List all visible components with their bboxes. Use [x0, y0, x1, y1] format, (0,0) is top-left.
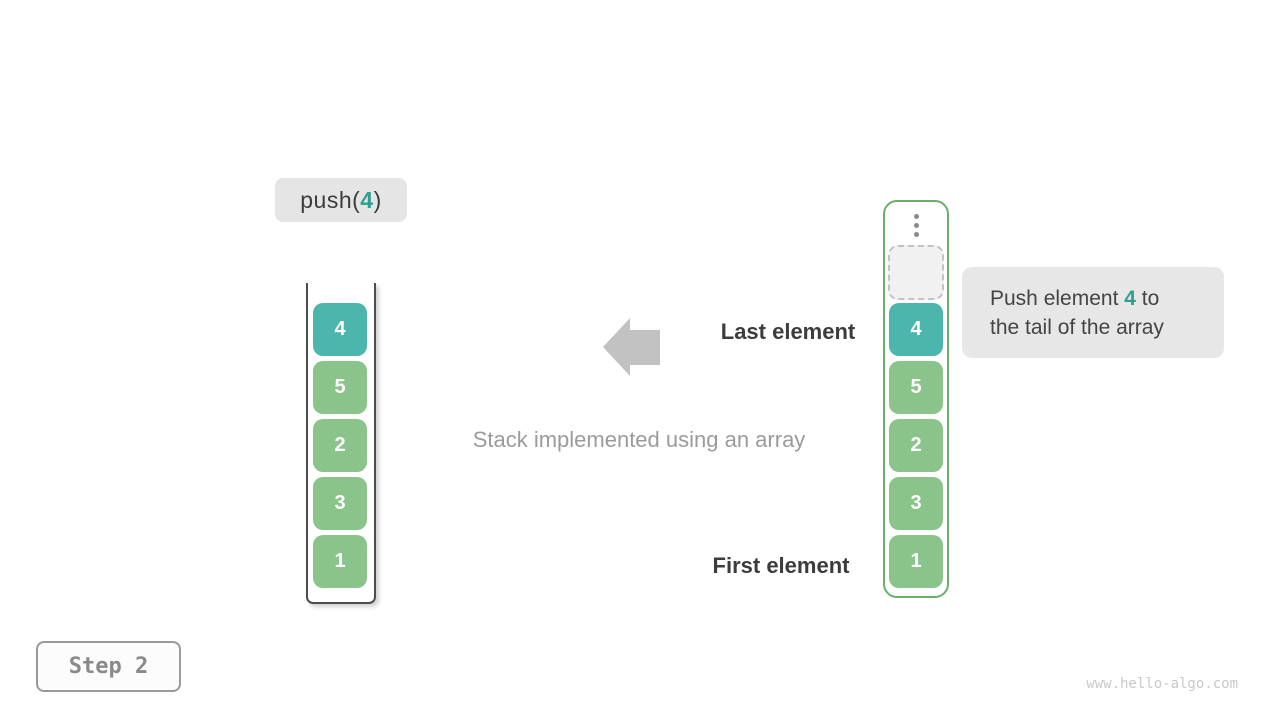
push-call-suffix: ) [373, 186, 382, 213]
push-tooltip: Push element 4 to the tail of the array [962, 267, 1224, 358]
stack-container: 4 5 2 3 1 [306, 283, 376, 604]
first-element-label: First element [712, 553, 850, 578]
empty-slot-cell [888, 245, 944, 300]
array-cell: 3 [889, 477, 943, 530]
array-cell: 2 [889, 419, 943, 472]
array-cell: 4 [889, 303, 943, 356]
array-container: 4 5 2 3 1 [883, 200, 949, 598]
stack-caption-label: Stack implemented using an array [472, 427, 806, 452]
array-cell: 5 [889, 361, 943, 414]
stack-cell: 2 [313, 419, 367, 472]
stack-cell: 4 [313, 303, 367, 356]
ellipsis-icon [885, 210, 947, 240]
push-tooltip-line2: the tail of the array [990, 315, 1164, 339]
arrow-left-icon [603, 318, 660, 376]
last-element-label: Last element [720, 319, 856, 344]
stack-cell: 1 [313, 535, 367, 588]
push-tooltip-value: 4 [1124, 286, 1136, 310]
stack-cell: 5 [313, 361, 367, 414]
stack-cell: 3 [313, 477, 367, 530]
push-tooltip-line1: Push element 4 to [990, 286, 1160, 310]
step-badge: Step 2 [36, 641, 181, 692]
push-call-value: 4 [360, 186, 374, 213]
watermark: www.hello-algo.com [1086, 676, 1238, 692]
push-call-label: push(4) [275, 178, 407, 222]
push-call-prefix: push( [300, 186, 361, 213]
array-cell: 1 [889, 535, 943, 588]
